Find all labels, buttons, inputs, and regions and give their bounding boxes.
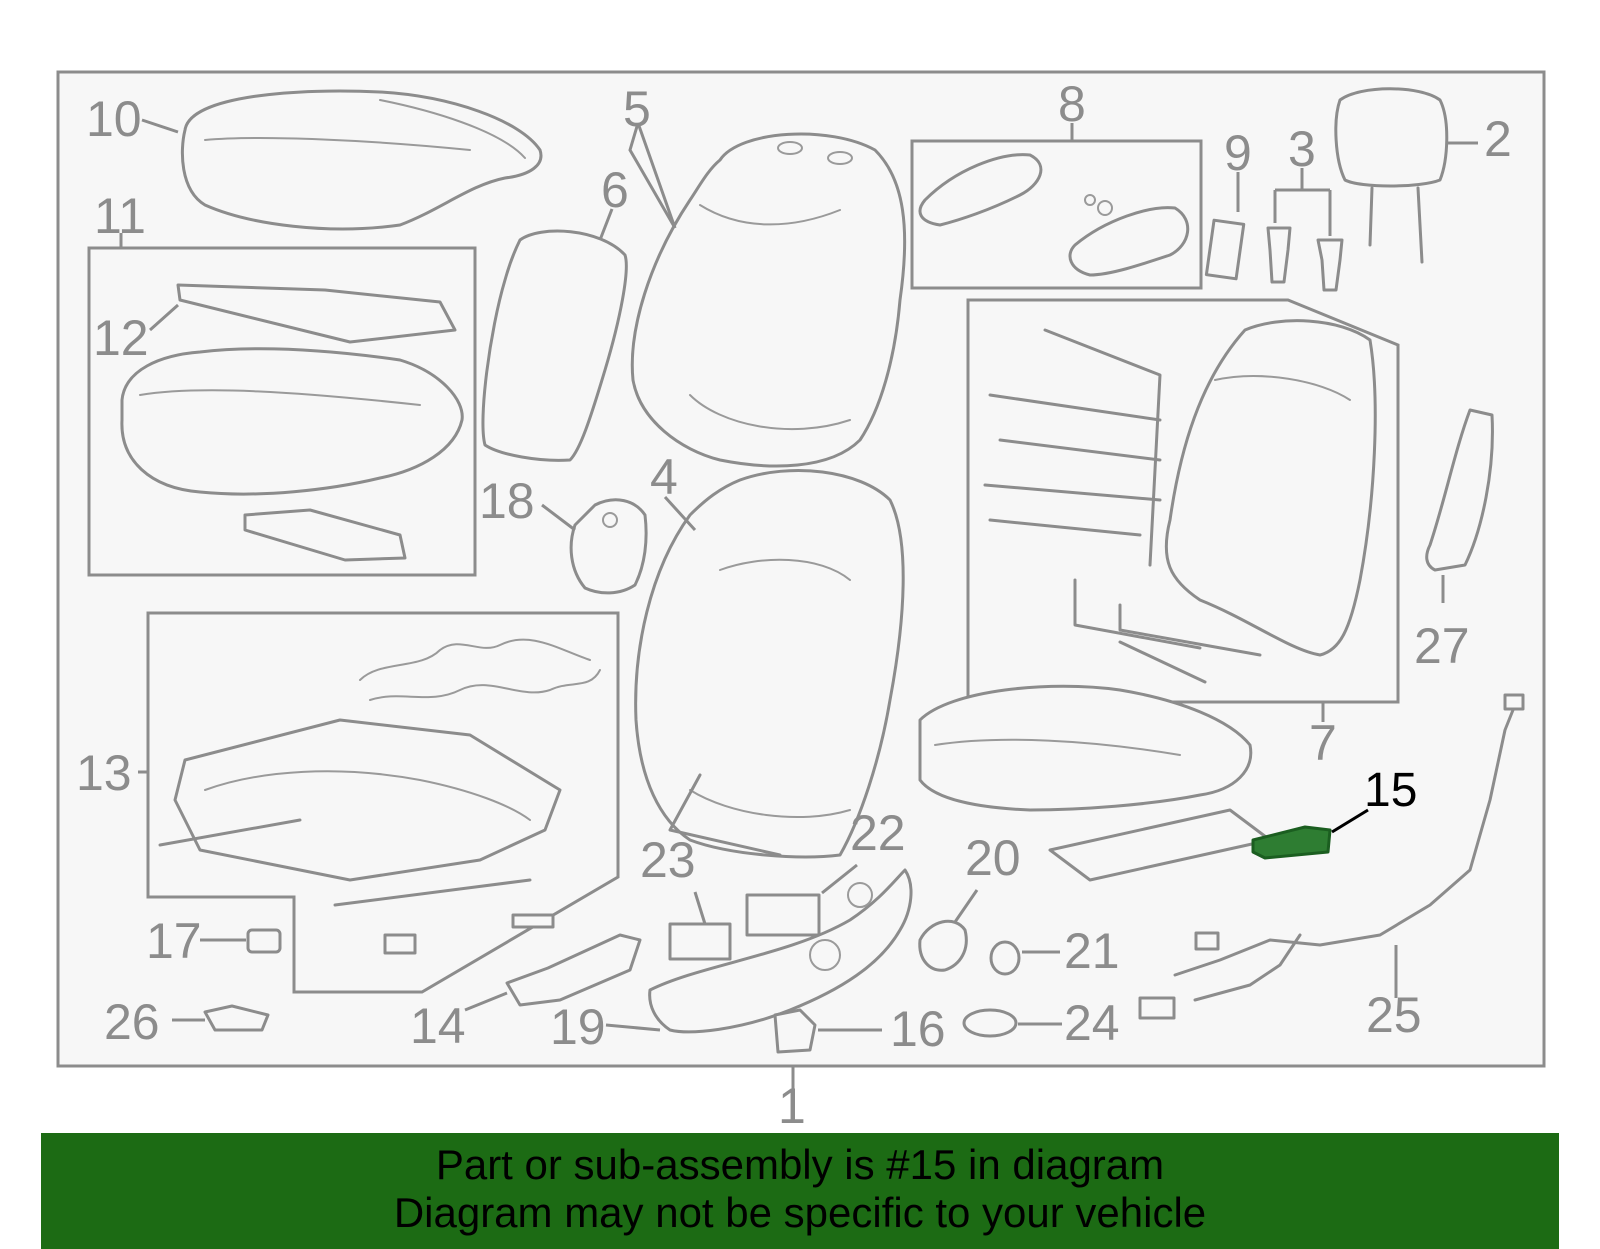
callout-5: 5 [623,81,651,137]
callout-18: 18 [479,473,535,529]
banner-line-2: Diagram may not be specific to your vehi… [393,1189,1207,1236]
part-7-back-frame [983,319,1377,684]
callout-15-highlighted: 15 [1364,764,1417,817]
callout-24: 24 [1064,995,1120,1051]
banner-line-1: Part or sub-assembly is #15 in diagram [435,1141,1165,1188]
part-15-highlighted [1251,825,1332,860]
part-23-switch [668,922,732,961]
part-5-backrest-cover [630,132,907,468]
callout-26: 26 [104,994,160,1050]
callout-8: 8 [1058,76,1086,132]
callout-3: 3 [1288,121,1316,177]
callout-21: 21 [1064,923,1120,979]
part-26-bracket [203,1004,270,1032]
part-19-side-shield [648,868,913,1034]
leader-lines [119,118,1478,1090]
callout-10: 10 [86,91,142,147]
part-8-armrest [918,153,1190,277]
callout-13: 13 [76,745,132,801]
part-12-cushion-pad [120,283,464,562]
part-16-bracket [773,1008,817,1054]
group-box-13 [146,611,620,994]
callout-9: 9 [1224,125,1252,181]
callout-19: 19 [550,999,606,1055]
group-box-8 [910,139,1203,290]
callout-17: 17 [146,913,202,969]
callout-4: 4 [650,449,678,505]
part-10-cushion-cover [180,89,543,231]
group-box-7 [966,298,1400,704]
callout-11: 11 [94,188,146,244]
part-18-recliner [569,498,648,595]
callout-14: 14 [410,998,466,1054]
part-14-trim [505,933,642,1007]
part-24-button [962,1008,1018,1038]
part-4-backrest-pad [634,469,905,859]
callout-1: 1 [778,1078,806,1134]
group-box-11 [87,246,477,577]
callout-7: 7 [1309,715,1337,771]
callout-22: 22 [850,805,906,861]
part-6-back-panel [481,229,628,462]
callout-27: 27 [1414,618,1470,674]
part-2-headrest [1334,87,1449,264]
part-27-side-panel [1425,408,1494,572]
part-25-harness [1138,693,1525,1020]
callout-6: 6 [601,162,629,218]
part-22-switch-bezel [745,893,821,937]
info-banner: Part or sub-assembly is #15 in diagram D… [41,1133,1559,1249]
part-17-clip [246,928,282,954]
part-20-knob [918,919,968,972]
callout-20: 20 [965,830,1021,886]
callout-numbers: 1 2 3 4 5 6 7 8 9 10 11 12 13 14 15 16 1… [76,76,1512,1134]
callout-12: 12 [93,310,149,366]
callout-25: 25 [1366,987,1422,1043]
callout-16: 16 [890,1001,946,1057]
part-21-cap [989,940,1021,976]
callout-23: 23 [640,832,696,888]
callout-2: 2 [1484,111,1512,167]
part-13-track-assembly [158,638,601,955]
part-9-bracket [1204,218,1246,281]
part-3-clips [1266,226,1344,292]
